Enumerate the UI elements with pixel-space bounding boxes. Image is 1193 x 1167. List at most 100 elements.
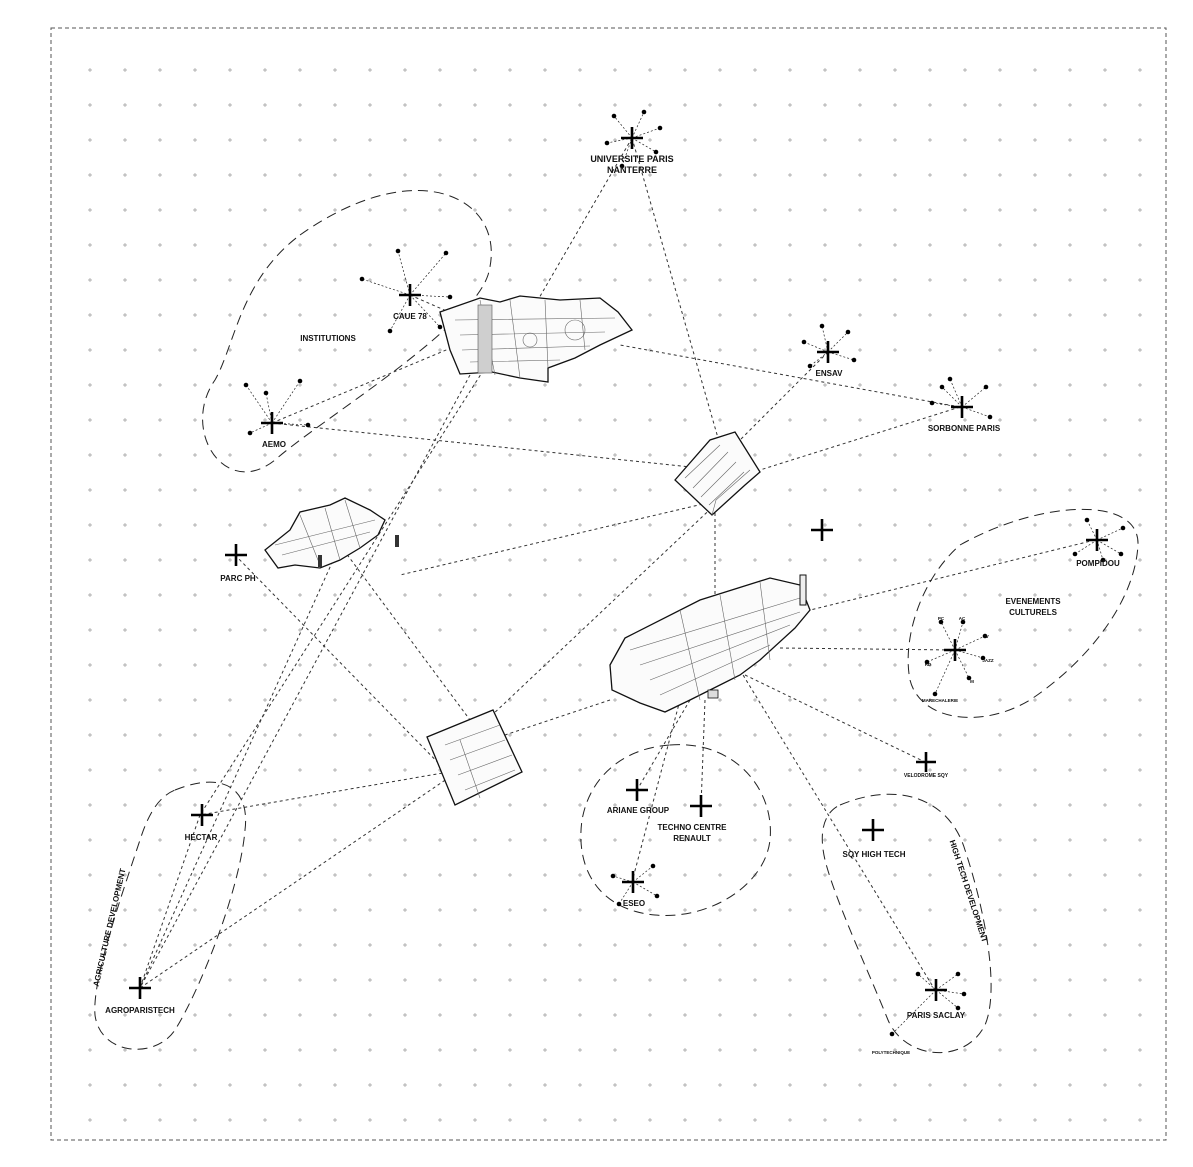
grid-mark — [1068, 313, 1072, 317]
grid-mark — [368, 663, 372, 667]
grid-mark — [1033, 733, 1037, 737]
grid-mark — [228, 558, 232, 562]
grid-mark — [858, 68, 862, 72]
grid-mark — [473, 1013, 477, 1017]
grid-mark — [858, 418, 862, 422]
grid-mark — [368, 138, 372, 142]
grid-mark — [333, 943, 337, 947]
grid-mark — [928, 348, 932, 352]
grid-mark — [403, 593, 407, 597]
node-point — [616, 901, 622, 907]
grid-mark — [963, 1118, 967, 1122]
grid-mark — [753, 138, 757, 142]
grid-mark — [158, 768, 162, 772]
grid-mark — [333, 908, 337, 912]
building-slab — [674, 431, 761, 516]
grid-mark — [823, 453, 827, 457]
grid-mark — [368, 243, 372, 247]
grid-mark — [753, 733, 757, 737]
grid-mark — [963, 593, 967, 597]
grid-mark — [858, 803, 862, 807]
grid-mark — [263, 453, 267, 457]
grid-mark — [543, 208, 547, 212]
grid-mark — [1138, 838, 1142, 842]
grid-mark — [1138, 68, 1142, 72]
cross-mark — [1086, 529, 1108, 551]
grid-mark — [263, 418, 267, 422]
grid-mark — [368, 348, 372, 352]
grid-mark — [333, 803, 337, 807]
grid-mark — [893, 628, 897, 632]
grid-mark — [648, 243, 652, 247]
grid-mark — [1103, 838, 1107, 842]
grid-mark — [1068, 1013, 1072, 1017]
grid-mark — [263, 593, 267, 597]
node-point — [604, 140, 610, 146]
grid-mark — [823, 663, 827, 667]
grid-mark — [928, 1048, 932, 1052]
grid-mark — [613, 593, 617, 597]
grid-mark — [893, 173, 897, 177]
grid-mark — [893, 698, 897, 702]
grid-mark — [1103, 943, 1107, 947]
grid-mark — [718, 138, 722, 142]
grid-mark — [158, 803, 162, 807]
grid-mark — [893, 418, 897, 422]
node-point — [653, 149, 659, 155]
labels: UNIVERSITE PARIS NANTERRE CAUE 78 INSTIT… — [92, 154, 1120, 1055]
grid-mark — [88, 243, 92, 247]
grid-mark — [963, 1013, 967, 1017]
grid-mark — [893, 488, 897, 492]
grid-mark — [928, 523, 932, 527]
grid-mark — [298, 208, 302, 212]
grid-mark — [1138, 383, 1142, 387]
grid-mark — [298, 453, 302, 457]
connection-line — [234, 554, 456, 781]
grid-mark — [683, 313, 687, 317]
building-campus-north — [439, 295, 634, 383]
node-evenements — [924, 619, 988, 697]
grid-mark — [368, 628, 372, 632]
grid-mark — [438, 243, 442, 247]
grid-mark — [88, 803, 92, 807]
connection-line — [199, 769, 461, 816]
grid-mark — [718, 978, 722, 982]
node-point — [1084, 517, 1090, 523]
grid-mark — [263, 838, 267, 842]
node-sqy — [862, 819, 884, 841]
grid-mark — [893, 208, 897, 212]
grid-mark — [1033, 558, 1037, 562]
grid-mark — [858, 523, 862, 527]
grid-mark — [508, 908, 512, 912]
grid-mark — [753, 313, 757, 317]
grid-mark — [753, 383, 757, 387]
grid-mark — [298, 628, 302, 632]
grid-mark — [613, 1083, 617, 1087]
node-point — [1100, 557, 1106, 563]
grid-mark — [263, 698, 267, 702]
grid-mark — [893, 313, 897, 317]
grid-mark — [788, 768, 792, 772]
grid-mark — [683, 68, 687, 72]
grid-mark — [123, 348, 127, 352]
grid-mark — [788, 488, 792, 492]
label-eseo: ESEO — [623, 899, 645, 908]
grid-mark — [158, 453, 162, 457]
grid-mark — [928, 138, 932, 142]
grid-mark — [578, 208, 582, 212]
grid-mark — [1033, 138, 1037, 142]
grid-mark — [718, 208, 722, 212]
node-ray — [271, 380, 301, 424]
node-point — [619, 163, 625, 169]
grid-mark — [263, 488, 267, 492]
grid-mark — [613, 418, 617, 422]
grid-mark — [823, 873, 827, 877]
grid-mark — [473, 68, 477, 72]
grid-mark — [543, 243, 547, 247]
grid-mark — [368, 593, 372, 597]
grid-mark — [1138, 103, 1142, 107]
grid-mark — [963, 523, 967, 527]
grid-mark — [1068, 173, 1072, 177]
grid-mark — [438, 663, 442, 667]
grid-mark — [998, 208, 1002, 212]
